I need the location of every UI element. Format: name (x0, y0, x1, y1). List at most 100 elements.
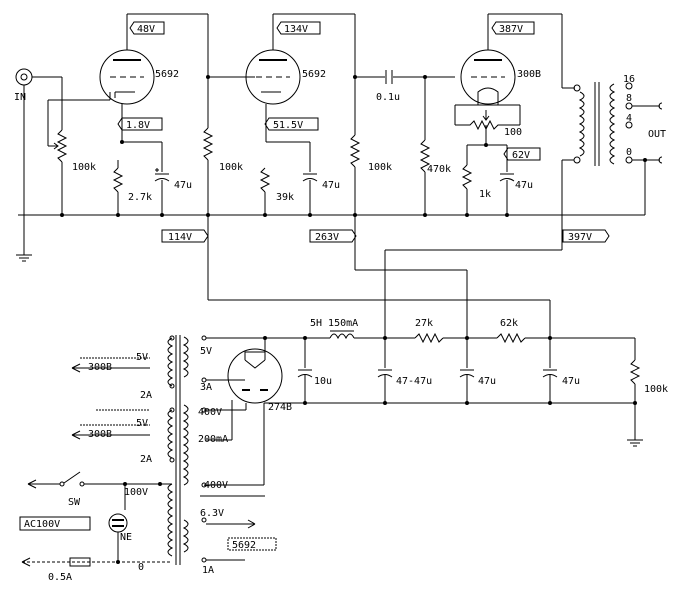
c-f1-value: 47-47u (396, 376, 432, 387)
c-coupling-value: 0.1u (376, 92, 400, 103)
c-k1-value: 47u (174, 180, 192, 191)
primary-tap-zero: 0 (138, 562, 144, 573)
svg-text:134V: 134V (284, 24, 308, 35)
heater1-current: 2A (140, 390, 152, 401)
rect-heater-voltage: 5V (200, 346, 212, 357)
hum-pot (455, 119, 520, 131)
heater6-dest: 5692 (232, 540, 256, 551)
heater6-voltage: 6.3V (200, 508, 224, 519)
svg-text:1.8V: 1.8V (126, 120, 150, 131)
output-label: OUT (648, 129, 666, 140)
svg-text:397V: 397V (568, 232, 592, 243)
tube-v1-cathode-voltage: 1.8V (117, 117, 163, 131)
choke (329, 333, 355, 340)
b-plus-3-label: 397V (562, 229, 610, 243)
out-tap-4: 4 (626, 113, 632, 124)
c-f3-value: 47u (562, 376, 580, 387)
primary-tap-100v: 100V (124, 487, 148, 498)
c-f0 (297, 369, 313, 378)
r-k1 (112, 167, 124, 193)
rectifier-tube (227, 348, 283, 404)
tube-v3-cathode-voltage: 62V (503, 147, 541, 161)
c-f2 (459, 369, 475, 378)
c-k2 (302, 173, 318, 182)
svg-text:387V: 387V (499, 24, 523, 35)
out-tap-16: 16 (623, 74, 635, 85)
r-f2 (496, 332, 526, 344)
tube-v3-plate-voltage: 387V (491, 21, 535, 35)
tube-v3-type: 300B (517, 69, 541, 80)
tube-v2-plate-voltage: 134V (276, 21, 321, 35)
r-p2 (349, 134, 361, 168)
input-ground-symbol (16, 254, 32, 262)
c-coupling (385, 70, 393, 84)
tube-v1 (99, 49, 155, 105)
r-k2-value: 39k (276, 192, 294, 203)
c-k3 (499, 173, 515, 182)
bleeder-resistor (629, 359, 641, 385)
r-p1 (202, 127, 214, 161)
b-plus-1-label: 114V (161, 229, 209, 243)
r-f1 (414, 332, 444, 344)
r-grid3-value: 470k (427, 164, 451, 175)
mains-label: AC100V (19, 516, 91, 531)
c-k3-value: 47u (515, 180, 533, 191)
svg-text:114V: 114V (168, 232, 192, 243)
psu-ground-symbol (627, 439, 643, 447)
choke-value: 5H 150mA (310, 318, 358, 329)
c-f1 (377, 369, 393, 378)
neon-lamp (108, 513, 128, 533)
r-k3-value: 1k (479, 189, 491, 200)
input-jack (15, 68, 33, 86)
r-k1-value: 2.7k (128, 192, 152, 203)
r-k2 (259, 167, 271, 193)
power-transformer (167, 335, 189, 565)
hv-bottom-voltage: 400V (204, 480, 228, 491)
c-f3 (542, 369, 558, 378)
heater1-voltage: 5V (136, 352, 148, 363)
c-k2-value: 47u (322, 180, 340, 191)
tube-v1-plate-voltage: 48V (129, 21, 165, 35)
heater2-current: 2A (140, 454, 152, 465)
output-transformer (573, 82, 633, 166)
switch-label: SW (68, 497, 81, 508)
r-f2-value: 62k (500, 318, 518, 329)
out-tap-0: 0 (626, 147, 632, 158)
r-f1-value: 27k (415, 318, 433, 329)
svg-text:48V: 48V (137, 24, 155, 35)
heater2-voltage: 5V (136, 418, 148, 429)
r-k3 (461, 164, 473, 190)
out-tap-8: 8 (626, 93, 632, 104)
hum-pot-value: 100 (504, 127, 522, 138)
tube-v1-type: 5692 (155, 69, 179, 80)
c-f0-value: 10u (314, 376, 332, 387)
c-k1 (154, 168, 170, 182)
heater1-dest: 300B (88, 362, 112, 373)
tube-v2-cathode-voltage: 51.5V (264, 117, 319, 131)
power-switch (59, 471, 85, 487)
rectifier-type: 274B (268, 402, 292, 413)
fuse-label: 0.5A (48, 572, 72, 583)
input-label: IN (14, 92, 26, 103)
tube-v2-type: 5692 (302, 69, 326, 80)
heater6-current: 1A (202, 565, 214, 576)
hv-top-voltage: 400V (198, 407, 222, 418)
svg-text:AC100V: AC100V (24, 519, 60, 530)
neon-label: NE (120, 532, 132, 543)
r-grid3 (419, 139, 431, 173)
svg-text:51.5V: 51.5V (273, 120, 303, 131)
rect-heater-current: 3A (200, 382, 212, 393)
fuse (69, 557, 91, 567)
svg-text:263V: 263V (315, 232, 339, 243)
heater2-dest: 300B (88, 429, 112, 440)
svg-text:62V: 62V (512, 150, 530, 161)
c-f2-value: 47u (478, 376, 496, 387)
input-volume-pot (48, 129, 68, 163)
r-p1-value: 100k (219, 162, 243, 173)
bleeder-value: 100k (644, 384, 668, 395)
tube-v3 (460, 49, 516, 105)
b-plus-2-label: 263V (309, 229, 357, 243)
r-p2-value: 100k (368, 162, 392, 173)
